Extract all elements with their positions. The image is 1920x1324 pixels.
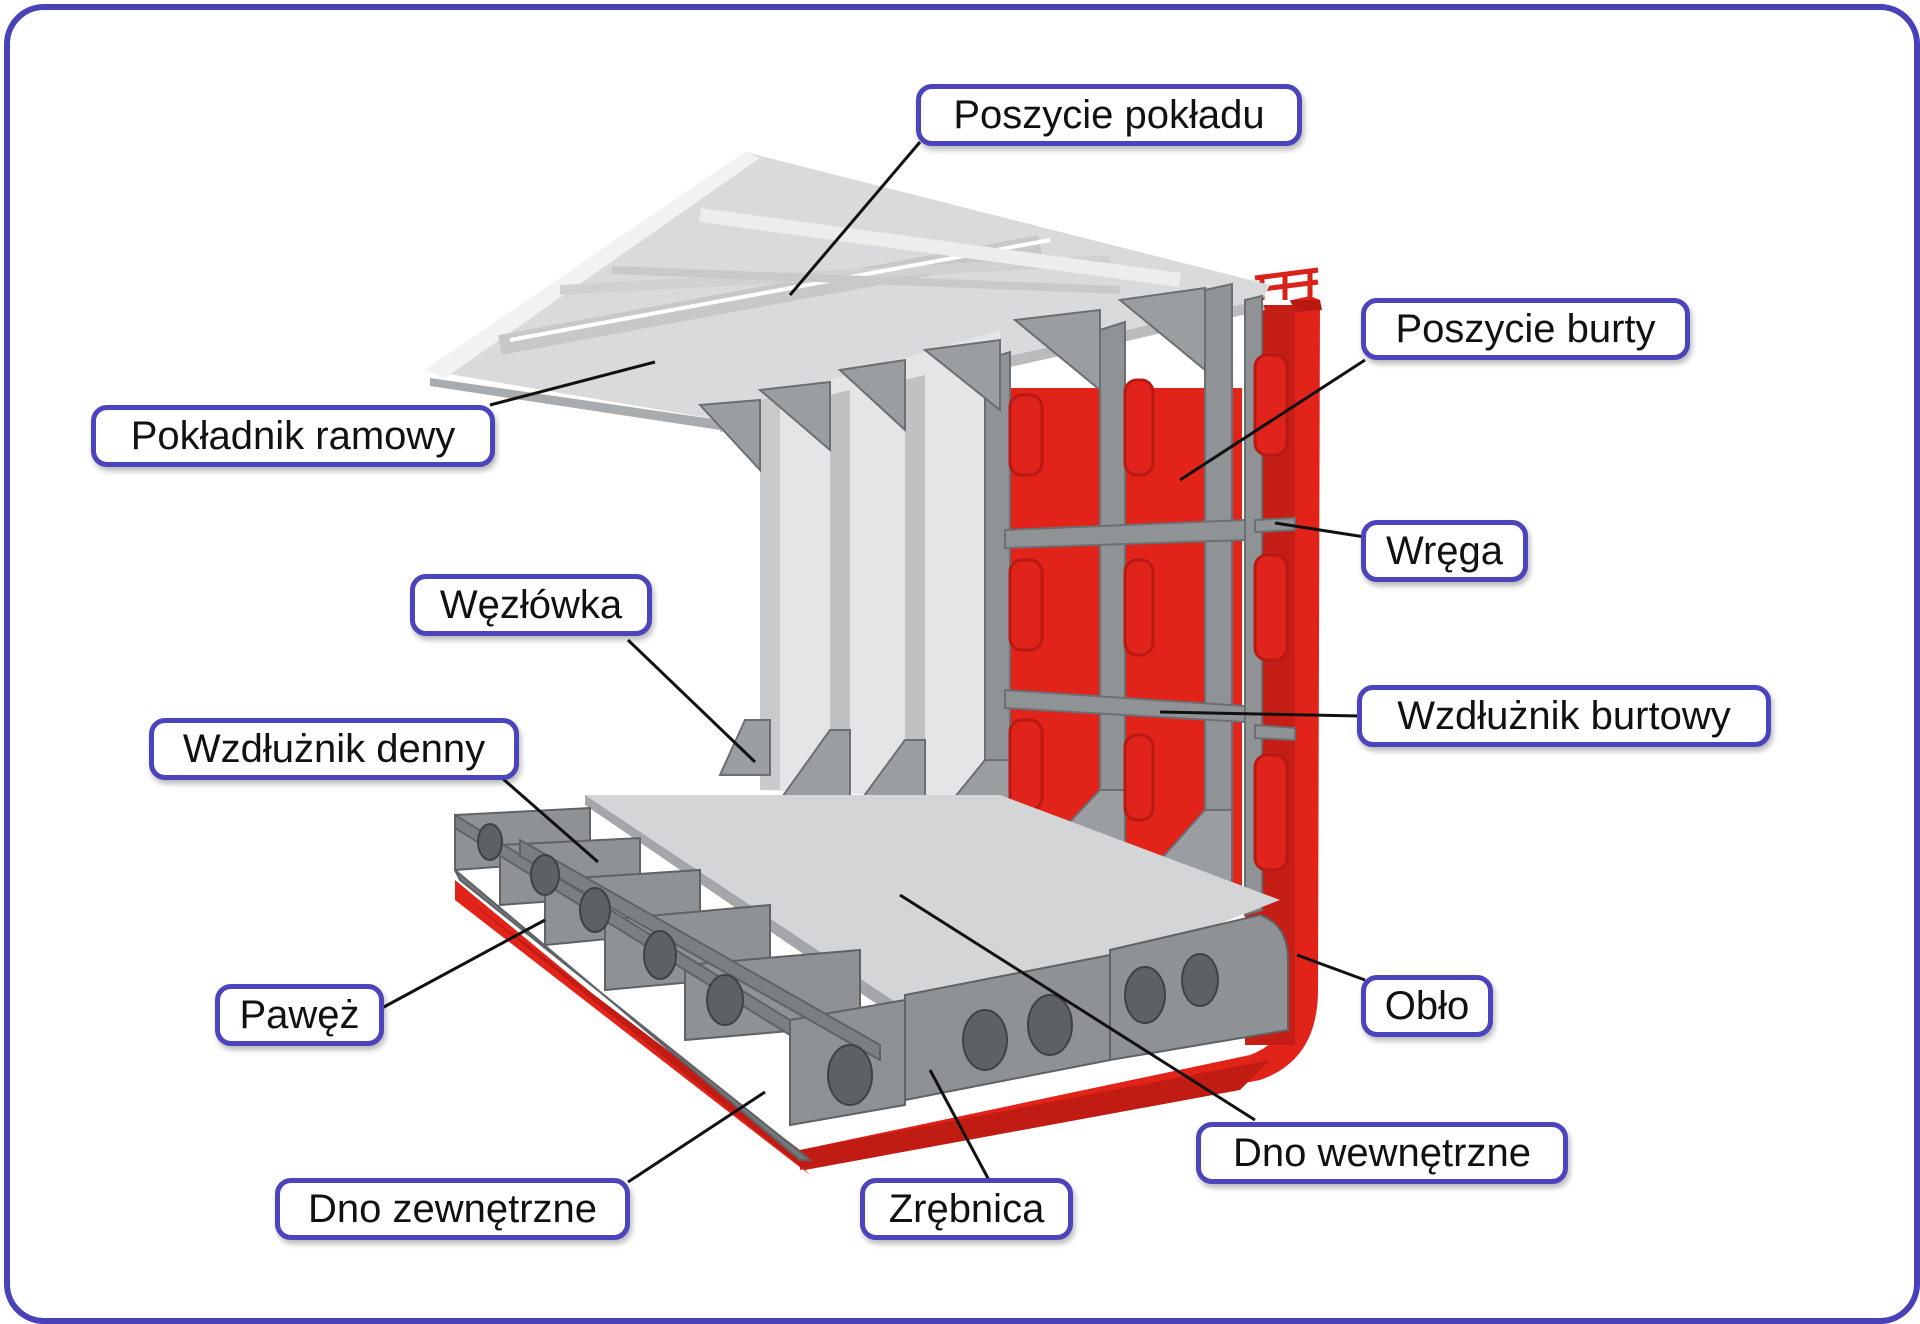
label-poszycie-burty: Poszycie burty xyxy=(1361,298,1690,360)
label-pawez: Pawęż xyxy=(215,984,384,1046)
label-wzdluznik-denny: Wzdłużnik denny xyxy=(149,718,519,780)
label-zrebnica: Zrębnica xyxy=(860,1178,1073,1240)
label-wzdluznik-burtowy: Wzdłużnik burtowy xyxy=(1357,685,1771,747)
inner-walls xyxy=(760,330,1000,800)
label-wezlowka: Węzłówka xyxy=(410,574,652,636)
lightening-holes-red xyxy=(1008,353,1289,872)
floor-holes xyxy=(477,823,1219,1106)
label-dno-zewnetrzne: Dno zewnętrzne xyxy=(275,1178,630,1240)
label-dno-wewnetrzne: Dno wewnętrzne xyxy=(1196,1122,1568,1184)
label-pokladnik-ramowy: Pokładnik ramowy xyxy=(91,405,495,467)
bottom-shell-red xyxy=(455,880,1270,1175)
label-poszycie-pokladu: Poszycie pokładu xyxy=(916,84,1302,146)
label-oblo: Obło xyxy=(1361,975,1493,1037)
side-shell-red xyxy=(800,267,1322,1170)
label-wrega: Wręga xyxy=(1361,520,1528,582)
leader-lines xyxy=(381,141,1366,1184)
